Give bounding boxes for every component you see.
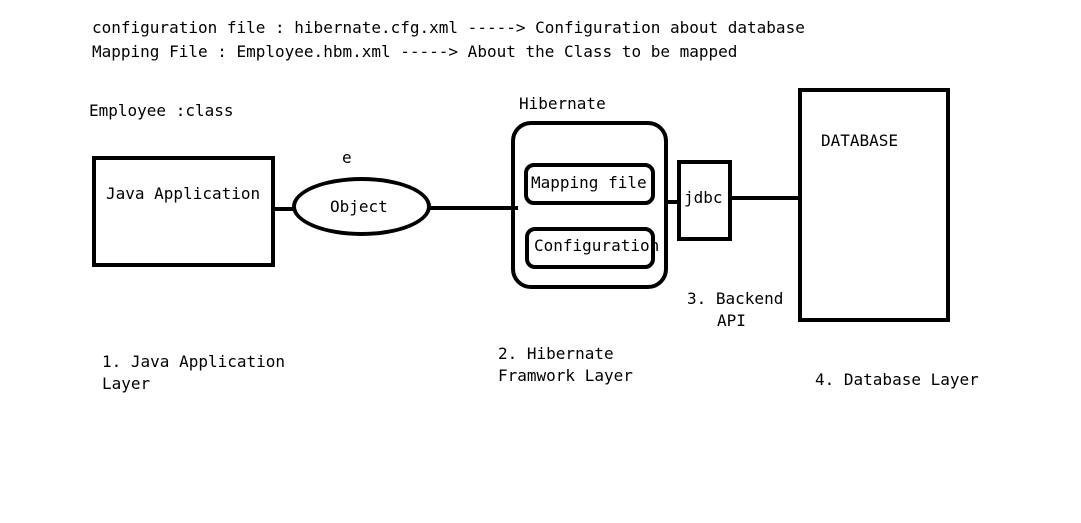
object-ellipse: Object (292, 177, 431, 236)
connector-app-object (272, 207, 296, 211)
java-application-box: Java Application (92, 156, 275, 267)
database-label: DATABASE (821, 131, 899, 150)
connector-jdbc-database (729, 196, 802, 200)
mapping-file-label: Mapping file (531, 173, 647, 192)
object-variable-label: e (342, 148, 352, 167)
header-line-mapping: Mapping File : Employee.hbm.xml -----> A… (92, 42, 738, 61)
layer2-caption-line2: Framwork Layer (498, 366, 633, 385)
configuration-box: Configuration (525, 227, 659, 269)
layer1-caption-line1: 1. Java Application (102, 352, 286, 371)
header-line-config: configuration file : hibernate.cfg.xml -… (92, 18, 805, 37)
connector-hibernate-jdbc (665, 200, 681, 204)
configuration-label: Configuration (534, 236, 660, 255)
hibernate-title: Hibernate (519, 94, 606, 113)
database-box: DATABASE (798, 88, 950, 322)
layer2-caption-line1: 2. Hibernate (498, 344, 614, 363)
layer1-caption-line2: Layer (102, 374, 151, 393)
layer4-caption: 4. Database Layer (815, 370, 979, 389)
connector-object-hibernate (428, 206, 518, 210)
java-application-label: Java Application (106, 184, 261, 203)
mapping-file-box: Mapping file (524, 163, 655, 205)
layer3-caption-line2: API (717, 311, 746, 330)
jdbc-label: jdbc (684, 188, 723, 207)
layer3-caption-line1: 3. Backend (687, 289, 784, 308)
object-label: Object (330, 197, 388, 216)
hibernate-framework-box (511, 121, 668, 289)
employee-class-label: Employee :class (89, 101, 234, 120)
jdbc-box: jdbc (677, 160, 732, 241)
